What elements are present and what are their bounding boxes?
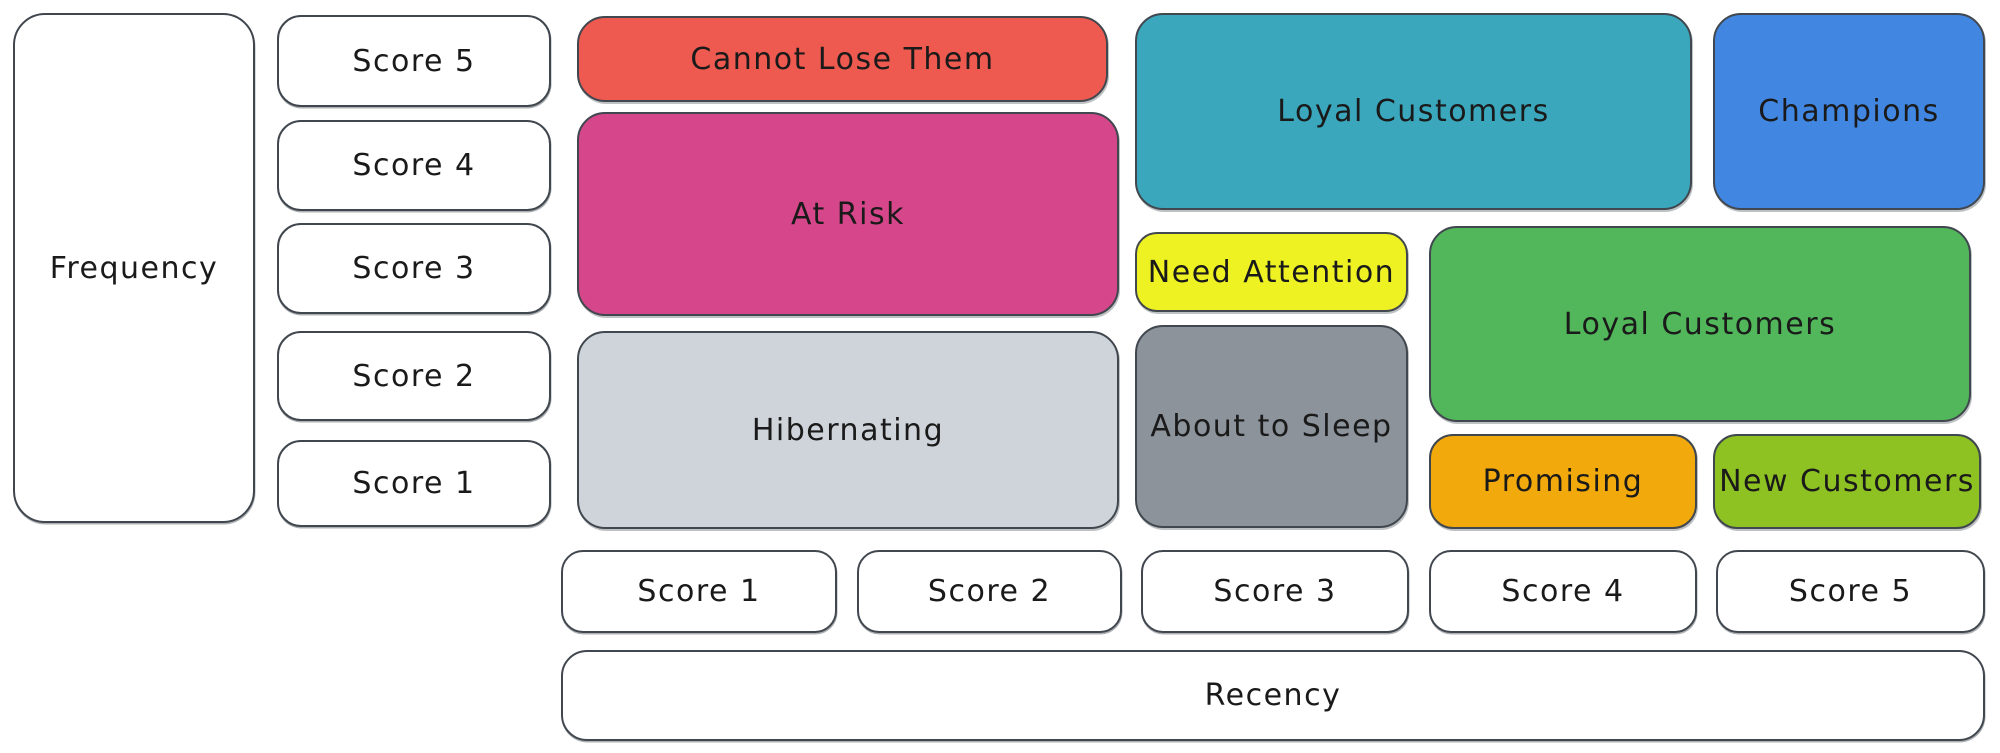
recency-score-4-text: Score 4 xyxy=(1501,574,1625,609)
frequency-score-5-text: Score 5 xyxy=(352,43,476,79)
recency-score-3-text: Score 3 xyxy=(1213,574,1337,609)
recency-axis-text: Recency xyxy=(1204,678,1342,713)
frequency-axis-text: Frequency xyxy=(49,250,219,286)
recency-score-3: Score 3 xyxy=(1141,550,1409,633)
segment-at-risk: At Risk xyxy=(577,112,1119,316)
segment-new-customers: New Customers xyxy=(1713,434,1981,529)
segment-label: Need Attention xyxy=(1147,254,1396,290)
recency-axis-label: Recency xyxy=(561,650,1985,741)
segment-label: Hibernating xyxy=(751,412,945,448)
segment-cannot-lose-them: Cannot Lose Them xyxy=(577,16,1108,102)
segment-label: At Risk xyxy=(791,196,905,232)
segment-label: About to Sleep xyxy=(1150,409,1393,444)
recency-score-2: Score 2 xyxy=(857,550,1122,633)
segment-hibernating: Hibernating xyxy=(577,331,1119,529)
recency-score-5: Score 5 xyxy=(1716,550,1985,633)
recency-score-1: Score 1 xyxy=(561,550,837,633)
segment-need-attention: Need Attention xyxy=(1135,232,1408,312)
frequency-axis-label: Frequency xyxy=(13,13,255,523)
segment-label: Promising xyxy=(1482,464,1644,499)
recency-score-5-text: Score 5 xyxy=(1788,574,1913,609)
segment-label: Loyal Customers xyxy=(1563,306,1837,342)
frequency-score-5: Score 5 xyxy=(277,15,551,107)
segment-label: Cannot Lose Them xyxy=(690,41,995,77)
frequency-score-2-text: Score 2 xyxy=(352,358,476,394)
recency-score-1-text: Score 1 xyxy=(637,574,761,609)
segment-label: New Customers xyxy=(1719,464,1975,499)
frequency-score-2: Score 2 xyxy=(277,331,551,421)
frequency-score-1: Score 1 xyxy=(277,440,551,527)
frequency-score-4-text: Score 4 xyxy=(352,148,476,183)
segment-about-to-sleep: About to Sleep xyxy=(1135,325,1408,528)
segment-label: Champions xyxy=(1758,94,1940,129)
frequency-score-4: Score 4 xyxy=(277,120,551,211)
segment-label: Loyal Customers xyxy=(1277,94,1550,129)
recency-score-2-text: Score 2 xyxy=(927,574,1052,609)
frequency-score-3-text: Score 3 xyxy=(352,251,476,286)
segment-loyal-customers-top: Loyal Customers xyxy=(1135,13,1692,210)
recency-score-4: Score 4 xyxy=(1429,550,1697,633)
frequency-score-1-text: Score 1 xyxy=(352,466,476,501)
segment-loyal-customers-right: Loyal Customers xyxy=(1429,226,1971,422)
frequency-score-3: Score 3 xyxy=(277,223,551,314)
segment-promising: Promising xyxy=(1429,434,1697,529)
segment-champions: Champions xyxy=(1713,13,1985,210)
